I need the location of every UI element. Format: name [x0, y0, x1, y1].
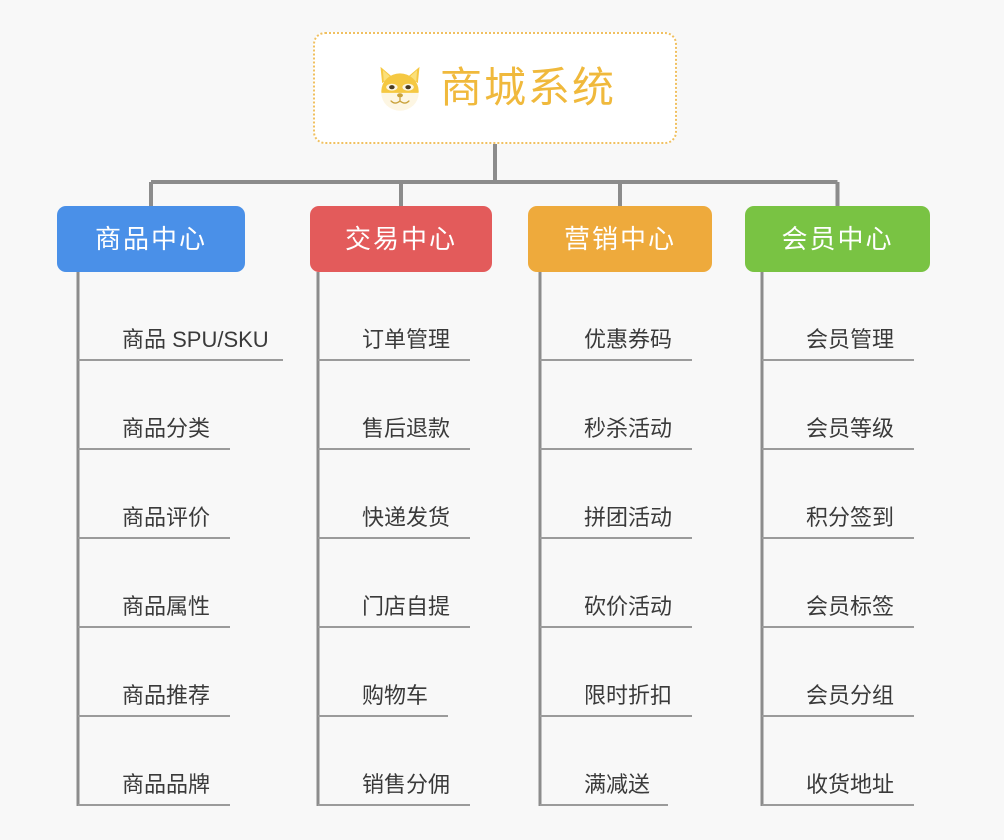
leaf-label: 商品 SPU/SKU: [122, 326, 269, 352]
category-label: 商品中心: [94, 224, 207, 254]
leaf-label: 会员分组: [806, 682, 895, 708]
root-title: 商城系统: [439, 64, 616, 111]
leaf-underline: [318, 448, 470, 450]
leaf-label: 商品分类: [122, 415, 211, 441]
root-node[interactable]: 商城系统: [313, 32, 677, 144]
leaf-label: 门店自提: [362, 593, 451, 619]
leaf-underline: [540, 359, 692, 361]
leaf-underline: [78, 715, 230, 717]
leaf-label: 商品推荐: [122, 682, 211, 708]
leaf-underline: [762, 715, 914, 717]
leaf-underline: [540, 537, 692, 539]
leaf-label: 会员标签: [806, 593, 895, 619]
leaf-underline: [540, 715, 692, 717]
leaf-underline: [762, 448, 914, 450]
leaf-label: 订单管理: [362, 326, 451, 352]
leaf-label: 砍价活动: [584, 593, 673, 619]
category-label: 交易中心: [344, 224, 457, 254]
shiba-dog-face-icon: [380, 66, 420, 111]
leaf-underline: [318, 715, 448, 717]
leaf-underline: [318, 537, 470, 539]
leaf-label: 收货地址: [806, 771, 895, 797]
leaf-label: 优惠券码: [584, 326, 673, 352]
leaf-underline: [762, 359, 914, 361]
leaf-underline: [762, 626, 914, 628]
leaf-underline: [318, 359, 470, 361]
leaf-underline: [540, 448, 692, 450]
leaf-label: 购物车: [362, 682, 429, 708]
category-box-3[interactable]: 营销中心: [528, 206, 712, 272]
leaf-underline: [78, 359, 283, 361]
leaf-underline: [318, 626, 470, 628]
leaf-underline: [540, 804, 668, 806]
leaf-underline: [78, 626, 230, 628]
leaf-underline: [78, 537, 230, 539]
leaf-underline: [762, 537, 914, 539]
leaf-label: 商品品牌: [122, 771, 211, 797]
leaf-label: 快递发货: [362, 504, 451, 530]
leaf-label: 会员管理: [806, 326, 895, 352]
category-label: 营销中心: [563, 224, 676, 254]
leaf-label: 限时折扣: [584, 682, 673, 708]
leaf-underline: [78, 804, 230, 806]
leaf-underline: [78, 448, 230, 450]
leaf-label: 商品评价: [122, 504, 211, 530]
leaf-label: 拼团活动: [584, 504, 673, 530]
category-label: 会员中心: [781, 224, 894, 254]
leaf-label: 售后退款: [362, 415, 451, 441]
leaf-label: 商品属性: [122, 593, 211, 619]
leaf-label: 销售分佣: [362, 771, 451, 797]
leaf-underline: [762, 804, 914, 806]
leaf-label: 积分签到: [806, 504, 895, 530]
category-box-2[interactable]: 交易中心: [310, 206, 492, 272]
leaf-label: 秒杀活动: [584, 415, 673, 441]
category-box-1[interactable]: 商品中心: [57, 206, 245, 272]
leaf-label: 会员等级: [806, 415, 895, 441]
leaf-label: 满减送: [584, 771, 651, 797]
category-box-4[interactable]: 会员中心: [745, 206, 930, 272]
leaf-underline: [540, 626, 692, 628]
leaf-underline: [318, 804, 470, 806]
